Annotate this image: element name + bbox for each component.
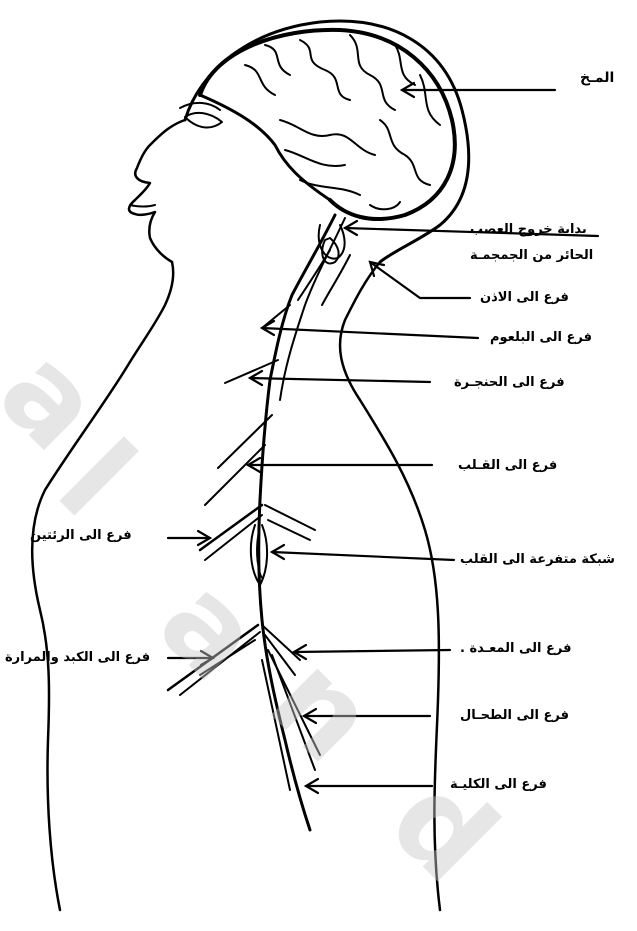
brain-fold [285, 150, 345, 166]
label-pharynx: فرع الى البلعوم [490, 330, 592, 346]
arrow-ear [370, 262, 470, 298]
branch-lungs [268, 520, 310, 540]
mouth [130, 205, 155, 207]
arrow-cardiac-plexus [272, 552, 454, 560]
label-liver: فرع الى الكبد والمرارة [5, 650, 150, 666]
brain-fold [370, 202, 400, 209]
brain-fold [380, 120, 430, 185]
skull-inner [200, 30, 455, 219]
label-heart: فرع الى القـلب [458, 458, 557, 474]
eyebrow [180, 103, 220, 110]
brain-fold [300, 40, 350, 100]
brain-fold [280, 120, 375, 155]
face-profile [129, 120, 185, 262]
label-spleen: فرع الى الطحـال [460, 708, 569, 724]
branch-lungs [265, 505, 315, 530]
vagus-nerve-trunk [259, 215, 335, 830]
brain-fold [350, 35, 395, 110]
label-cardiac-plexus: شبكة متفرعة الى القلب [460, 552, 615, 568]
label-larynx: فرع الى الحنجـرة [454, 375, 565, 391]
label-nerve-origin-line2: الحائر من الجمجمـة [470, 248, 593, 264]
branch-heart [205, 445, 265, 505]
label-brain: المـخ [580, 70, 614, 86]
brain-fold [300, 180, 360, 195]
label-kidney: فرع الى الكليـة [450, 777, 547, 793]
branch-lungs [200, 505, 262, 550]
label-nerve-origin-line1: بداية خروج العصب [470, 222, 587, 238]
neck-back [340, 262, 440, 910]
brain-fold [265, 45, 290, 75]
neck-front [32, 262, 173, 910]
label-lungs: فرع الى الرئتين [30, 528, 132, 544]
arrow-larynx [250, 378, 430, 382]
label-ear: فرع الى الاذن [480, 290, 569, 306]
branch-lungs [205, 515, 262, 560]
brain-fold [245, 65, 275, 95]
branch-liver [180, 632, 260, 695]
branch-kidney [262, 660, 290, 790]
arrow-stomach [294, 650, 450, 652]
eye [185, 113, 222, 128]
label-stomach: فرع الى المعـدة . [460, 641, 572, 657]
